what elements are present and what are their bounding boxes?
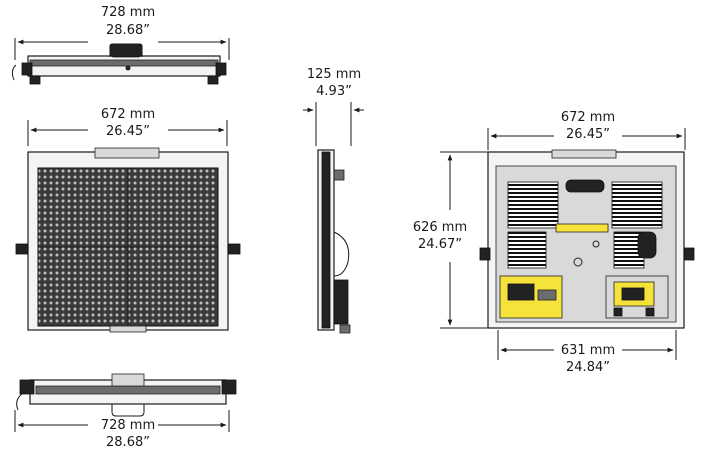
front-width-in: 26.45” [106,124,150,139]
side-view: 125 mm 4.93” [303,67,364,334]
side-depth-in: 4.93” [316,84,352,99]
back-height-in: 24.67” [418,237,462,252]
back-inner-width-in: 24.84” [566,360,610,375]
bottom-width-mm: 728 mm [101,418,155,433]
bottom-view: 728 mm 28.68” [14,373,237,450]
top-width-mm: 728 mm [101,5,155,20]
front-width-mm: 672 mm [101,107,155,122]
back-width-in: 26.45” [566,127,610,142]
back-view: 672 mm 26.45” 626 mm 24.67” 6 [413,110,695,375]
back-height-mm: 626 mm [413,220,467,235]
back-width-mm: 672 mm [561,110,615,125]
back-inner-width-mm: 631 mm [561,343,615,358]
bottom-width-in: 28.68” [106,435,150,450]
top-width-in: 28.68” [106,23,150,38]
front-view: 672 mm 26.45” [15,107,241,333]
top-view: 728 mm 28.68” [11,5,230,85]
side-depth-mm: 125 mm [307,67,361,82]
